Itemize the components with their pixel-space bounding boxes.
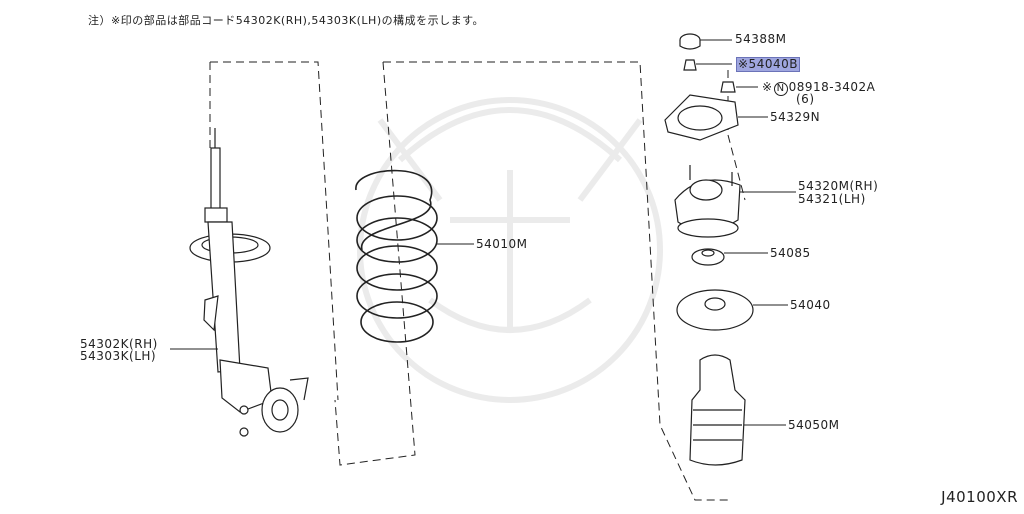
strut-assembly	[189, 128, 309, 437]
diagram-reference-code: J40100XR	[941, 488, 1018, 506]
asterisk-mark: ※	[762, 80, 773, 94]
part-label-54050m[interactable]: 54050M	[788, 418, 840, 432]
n-circle-icon: N	[773, 82, 788, 96]
part-label-54321[interactable]: 54321(LH)	[798, 192, 866, 206]
mount-components	[664, 33, 754, 466]
part-label-54303k[interactable]: 54303K(LH)	[80, 349, 157, 363]
part-label-54040b[interactable]: ※54040B	[736, 57, 800, 72]
part-qty-label: (6)	[796, 92, 815, 106]
part-label-54329n[interactable]: 54329N	[770, 110, 821, 124]
watermark-emblem	[357, 97, 663, 403]
part-label-54320m[interactable]: 54320M(RH)	[798, 179, 879, 193]
coil-spring	[355, 169, 438, 343]
leader-lines	[170, 39, 796, 426]
part-label-54085[interactable]: 54085	[770, 246, 811, 260]
part-label-54388m[interactable]: 54388M	[735, 32, 787, 46]
part-label-54040[interactable]: 54040	[790, 298, 831, 312]
part-label-54302k[interactable]: 54302K(RH)	[80, 337, 158, 351]
part-number-text: 08918-3402A	[788, 80, 876, 94]
diagram-note: 注）※印の部品は部品コード54302K(RH),54303K(LH)の構成を示し…	[88, 14, 485, 27]
part-label-54010m[interactable]: 54010M	[476, 237, 528, 251]
group-outlines	[209, 61, 746, 501]
